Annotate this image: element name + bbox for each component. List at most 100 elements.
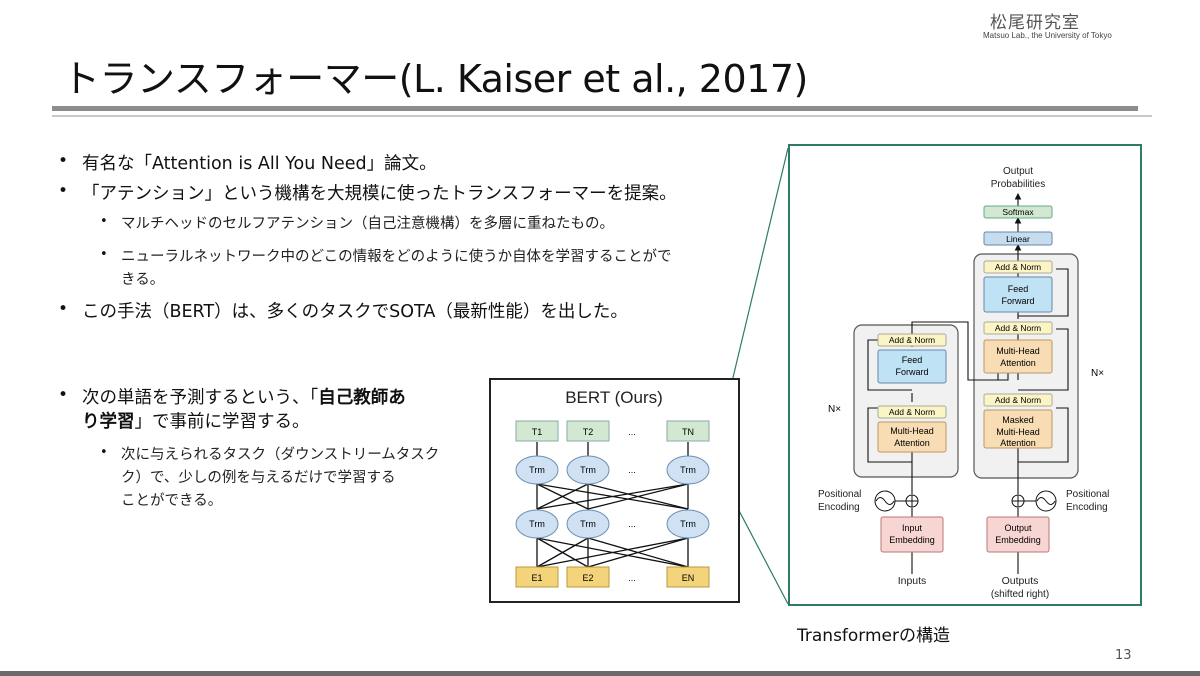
- inputs-label: Inputs: [898, 575, 927, 587]
- bert-trm: [666, 509, 710, 539]
- bert-t1-label: T1: [532, 427, 543, 437]
- mha-box: [877, 421, 947, 453]
- bert-en-box: [666, 566, 710, 588]
- bullet-4b-text: 」で事前に学習する。: [134, 412, 310, 432]
- sub-bullet-dot: •: [100, 214, 108, 229]
- bullet-dot: •: [58, 181, 69, 201]
- output-prob-1: Output: [1003, 166, 1033, 177]
- transformer-figure-frame: [788, 144, 1142, 606]
- bullet-3: この手法（BERT）は、多くのタスクでSOTA（最新性能）を出した。: [82, 302, 628, 322]
- bert-trm: [515, 455, 559, 485]
- bert-trm: [666, 455, 710, 485]
- add-norm-box: [983, 260, 1053, 274]
- masked-attn-label: Attention: [1000, 438, 1036, 448]
- mha-label-1: Multi-Head: [890, 426, 934, 436]
- output-emb-1: Output: [1004, 523, 1032, 533]
- add-norm-label: Add & Norm: [995, 395, 1041, 405]
- bullet-dot: •: [58, 299, 69, 319]
- sub-bullet-4-1b: ク）で、少しの例を与えるだけで学習する: [121, 470, 396, 486]
- output-prob-2: Probabilities: [991, 179, 1045, 190]
- sub-bullet-2-2a: ニューラルネットワーク中のどこの情報をどのように使うか自体を学習することがで: [121, 249, 672, 265]
- bullet-2: 「アテンション」という機構を大規模に使ったトランスフォーマーを提案。: [82, 184, 677, 204]
- sub-bullet-2-1: マルチヘッドのセルフアテンション（自己注意機構）を多層に重ねたもの。: [121, 216, 614, 232]
- bottom-bar: [0, 671, 1200, 676]
- bullet-4a: 次の単語を予測するという、「自己教師あ: [82, 384, 406, 409]
- bert-e1-label: E1: [531, 573, 542, 583]
- softmax-box: [983, 205, 1053, 219]
- feed-forward-box: [877, 349, 947, 384]
- bert-trm-label: Trm: [529, 465, 545, 475]
- output-emb-2: Embedding: [995, 535, 1041, 545]
- bert-trm-label: Trm: [529, 519, 545, 529]
- masked-mha-box: [983, 409, 1053, 449]
- sub-bullet-dot: •: [100, 445, 108, 460]
- bert-trm-lower: Trm Trm Trm ...: [515, 509, 710, 539]
- figure-caption: Transformerの構造: [797, 626, 951, 646]
- bullet-dot: •: [58, 151, 69, 171]
- feed-label-2: Forward: [1001, 296, 1034, 306]
- outputs-shifted-label: (shifted right): [991, 589, 1049, 600]
- bert-tn-box: [666, 420, 710, 442]
- enc-pos-2: Encoding: [818, 502, 860, 513]
- bert-t2-box: [566, 420, 610, 442]
- encoder-mha: Add & Norm Multi-Head Attention: [877, 405, 947, 453]
- sub-bullet-4-1c: ことができる。: [121, 493, 223, 509]
- linear-box: [983, 231, 1053, 246]
- bert-trm-label: Trm: [580, 465, 596, 475]
- transformer-diagram: Output Probabilities: [818, 166, 1109, 600]
- bert-t1-box: [515, 420, 559, 442]
- add-norm-label: Add & Norm: [889, 335, 935, 345]
- sub-bullet-4-1a: 次に与えられるタスク（ダウンストリームタスク: [121, 447, 440, 463]
- bert-title: BERT (Ours): [565, 388, 663, 407]
- input-embedding-box: [880, 516, 944, 553]
- masked-mha-label: Multi-Head: [996, 427, 1040, 437]
- bert-trm: [515, 509, 559, 539]
- mha-label-2: Attention: [1000, 358, 1036, 368]
- bert-connections: [536, 442, 689, 568]
- dec-pos-2: Encoding: [1066, 502, 1108, 513]
- mha-label-2: Attention: [894, 438, 930, 448]
- bert-e2-box: [566, 566, 610, 588]
- bert-trm-label: Trm: [580, 519, 596, 529]
- page-number: 13: [1115, 648, 1132, 663]
- decoder-masked-mha: Add & Norm Masked Multi-Head Attention: [983, 393, 1053, 449]
- add-norm-label: Add & Norm: [889, 407, 935, 417]
- encoder-ff: Add & Norm Feed Forward: [877, 333, 947, 384]
- decoder-top-boxes: Softmax Linear: [983, 205, 1053, 246]
- dec-pos-1: Positional: [1066, 489, 1109, 500]
- bert-tn-label: TN: [682, 427, 694, 437]
- feed-label-2: Forward: [895, 367, 928, 377]
- encoder-block: [853, 324, 959, 478]
- encoder-nx: N×: [828, 404, 841, 415]
- decoder-ff: Add & Norm Feed Forward: [983, 260, 1053, 313]
- add-norm-box: [877, 405, 947, 419]
- bullet-4a-bold: 自己教師あ: [318, 388, 406, 408]
- outputs-label: Outputs: [1002, 575, 1039, 587]
- bert-e1-box: [515, 566, 559, 588]
- bert-trm-label: Trm: [680, 465, 696, 475]
- bert-t2-label: T2: [583, 427, 594, 437]
- embeddings: Input Embedding Output Embedding: [880, 516, 1050, 553]
- feed-label-1: Feed: [1008, 284, 1029, 294]
- feed-forward-box: [983, 276, 1053, 313]
- bert-t-row: T1 T2 TN ...: [515, 420, 710, 442]
- linear-label: Linear: [1006, 234, 1030, 244]
- bert-trm: [566, 509, 610, 539]
- add-norm-label: Add & Norm: [995, 262, 1041, 272]
- add-norm-box: [983, 393, 1053, 407]
- mha-box: [983, 339, 1053, 374]
- output-embedding-box: [986, 516, 1050, 553]
- bert-ellipsis-mid2: ...: [628, 519, 636, 529]
- bert-ellipsis-top: ...: [628, 427, 636, 437]
- softmax-label: Softmax: [1002, 207, 1034, 217]
- bullet-4b: り学習」で事前に学習する。: [82, 408, 310, 433]
- bert-ellipsis-bottom: ...: [628, 573, 636, 583]
- lab-subtitle: Matsuo Lab., the University of Tokyo: [983, 31, 1112, 40]
- decoder-nx: N×: [1091, 368, 1104, 379]
- bullet-4b-bold: り学習: [82, 412, 135, 432]
- bullet-4a-text: 次の単語を予測するという、「: [82, 388, 319, 408]
- bert-trm: [566, 455, 610, 485]
- masked-label: Masked: [1002, 415, 1034, 425]
- bert-trm-label: Trm: [680, 519, 696, 529]
